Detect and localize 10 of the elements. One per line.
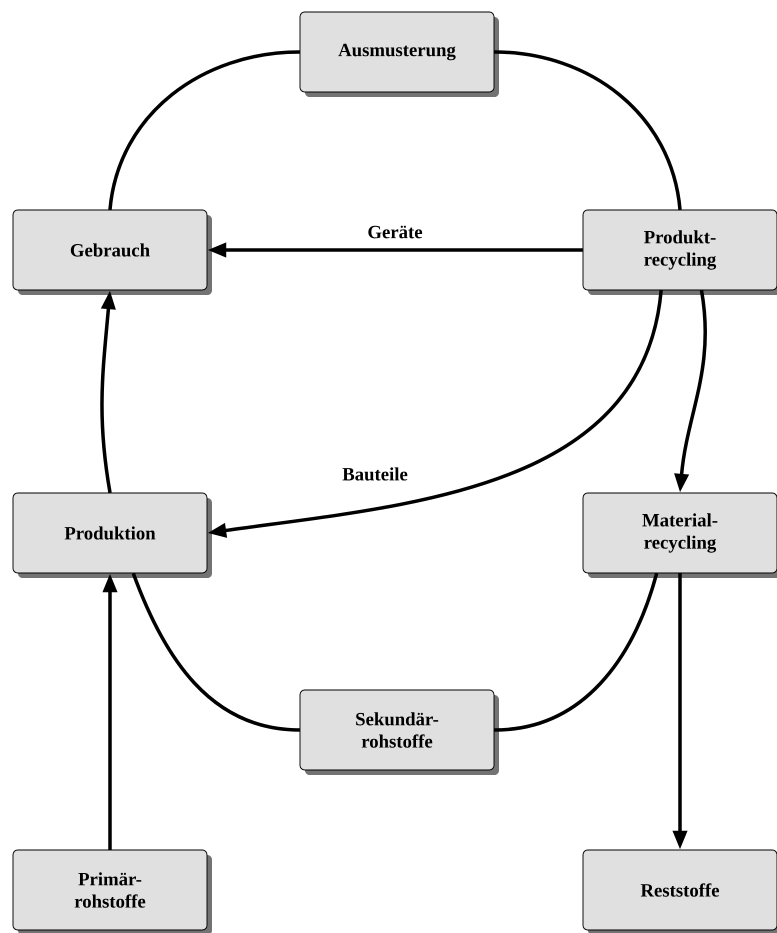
edge-label: Bauteile <box>340 465 410 483</box>
process-box: Ausmusterung <box>300 12 499 97</box>
process-box: Primär- rohstoffe <box>12 850 212 933</box>
edge-label: Geräte <box>365 223 425 241</box>
process-box: Produkt- recycling <box>582 210 777 295</box>
process-box: Gebrauch <box>12 210 212 295</box>
process-box: Reststoffe <box>582 850 777 933</box>
process-box: Sekundär- rohstoffe <box>300 690 499 775</box>
process-box: Produktion <box>12 492 212 578</box>
process-box: Material- recycling <box>582 492 777 578</box>
